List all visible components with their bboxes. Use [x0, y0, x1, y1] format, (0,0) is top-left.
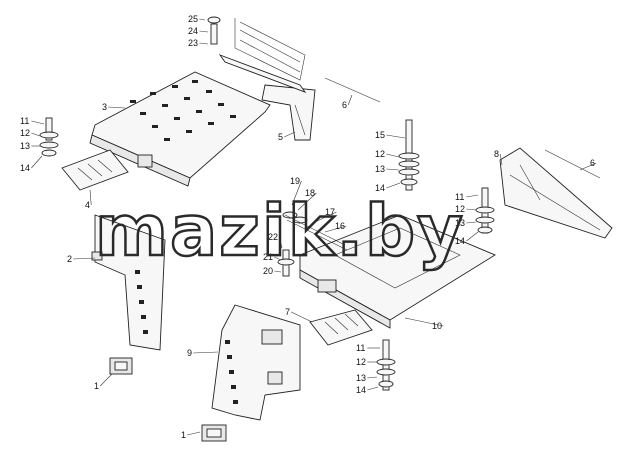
callout-number-c1b: 1 — [181, 430, 186, 440]
leader-line-c3 — [108, 106, 126, 109]
right-bracket-part — [499, 147, 613, 239]
leader-line-c23 — [199, 42, 209, 45]
leader-line-c14d — [367, 386, 379, 391]
leader-line-c19 — [291, 180, 302, 206]
leader-line-c12b — [386, 153, 400, 158]
callout-number-c15: 15 — [375, 130, 385, 140]
callout-number-c14b: 14 — [375, 183, 385, 193]
callout-number-c5: 5 — [278, 132, 283, 142]
callout-number-c17: 17 — [325, 207, 335, 217]
leader-line-c4 — [89, 189, 92, 206]
slotted-plate-4-part — [61, 149, 129, 191]
leader-line-c15 — [386, 134, 406, 139]
callout-number-c12b: 12 — [375, 149, 385, 159]
callout-number-c21: 21 — [263, 252, 273, 262]
slotted-plate-7-part — [309, 309, 373, 346]
leader-line-c20 — [274, 270, 282, 273]
rod-upper-part — [324, 77, 381, 103]
callout-number-c2: 2 — [67, 254, 72, 264]
leader-line-c9 — [193, 351, 219, 354]
callout-number-c18: 18 — [305, 188, 315, 198]
leader-line-c5 — [284, 131, 296, 138]
callout-number-c6b: 6 — [590, 158, 595, 168]
leader-line-c21 — [274, 256, 282, 261]
callout-number-c10: 10 — [432, 321, 442, 331]
callout-number-c13a: 13 — [20, 141, 30, 151]
callout-number-c20: 20 — [263, 266, 273, 276]
callout-number-c12a: 12 — [20, 128, 30, 138]
callout-number-c22: 22 — [268, 232, 278, 242]
bolt-stack-lower — [376, 339, 396, 391]
leader-line-c6b — [579, 162, 597, 171]
callout-number-c11b: 11 — [455, 192, 464, 202]
platform-plate-part — [89, 71, 271, 187]
leader-line-c22 — [279, 236, 283, 249]
callout-number-c3: 3 — [102, 102, 107, 112]
leader-line-c6a — [347, 94, 353, 106]
leader-line-c13c — [466, 221, 477, 224]
leader-lines — [31, 18, 597, 436]
leader-line-c17 — [314, 211, 337, 223]
leader-line-c14b — [386, 182, 401, 189]
leader-line-c7 — [291, 311, 313, 323]
leader-line-c14c — [466, 231, 479, 242]
callout-number-c14d: 14 — [356, 385, 366, 395]
leader-line-c16 — [324, 225, 347, 233]
callout-number-c11a: 11 — [20, 116, 29, 126]
callout-number-c13d: 13 — [356, 373, 366, 383]
bolt-stack-center — [398, 119, 420, 191]
leader-line-c2 — [73, 257, 96, 260]
rod-17-part — [284, 214, 348, 251]
callout-number-c8: 8 — [494, 149, 499, 159]
callout-number-c12c: 12 — [455, 204, 465, 214]
bolt-stack-mid — [277, 211, 308, 277]
callout-number-c13b: 13 — [375, 164, 385, 174]
callout-number-c12d: 12 — [356, 357, 366, 367]
leader-line-c13b — [386, 168, 400, 171]
bolt-stack-top — [207, 16, 221, 45]
callout-number-c23: 23 — [188, 38, 198, 48]
leader-line-c12c — [466, 208, 477, 211]
callout-number-c9: 9 — [187, 348, 192, 358]
leader-line-c10 — [404, 317, 444, 327]
leader-line-c24 — [199, 30, 209, 33]
leader-line-c18 — [297, 192, 317, 211]
leader-line-c14a — [31, 155, 43, 169]
watermark-text: mazik.by — [95, 190, 465, 272]
callout-number-c1a: 1 — [94, 381, 99, 391]
leader-line-c12a — [31, 132, 41, 137]
lower-platform-part — [299, 214, 496, 329]
callout-number-c11d: 11 — [356, 343, 365, 353]
callout-number-c24: 24 — [188, 26, 198, 36]
left-side-panel-part — [91, 214, 166, 351]
leader-line-c1b — [187, 431, 201, 436]
callout-number-c4: 4 — [85, 200, 90, 210]
callout-number-c25: 25 — [188, 14, 198, 24]
callout-number-c19: 19 — [290, 176, 300, 186]
leader-line-c1a — [99, 373, 113, 387]
callout-number-c13c: 13 — [455, 218, 465, 228]
bracket-part — [261, 84, 316, 141]
leader-line-c8 — [499, 153, 503, 166]
leader-line-c11a — [31, 120, 45, 125]
leader-line-c13d — [367, 376, 378, 379]
top-guard-part — [218, 18, 307, 93]
lower-side-panel-part — [211, 304, 301, 421]
leader-line-c11b — [466, 194, 479, 198]
callout-number-c14a: 14 — [20, 163, 30, 173]
mounting-block-part — [109, 357, 227, 442]
callout-number-c16: 16 — [335, 221, 345, 231]
callout-number-c6a: 6 — [342, 100, 347, 110]
rod-right-part — [544, 149, 601, 179]
callout-number-c7: 7 — [285, 307, 290, 317]
callout-number-c14c: 14 — [455, 236, 465, 246]
bolt-stack-right — [475, 187, 495, 234]
leader-line-c25 — [199, 18, 206, 21]
bolt-stack-left — [39, 117, 59, 157]
